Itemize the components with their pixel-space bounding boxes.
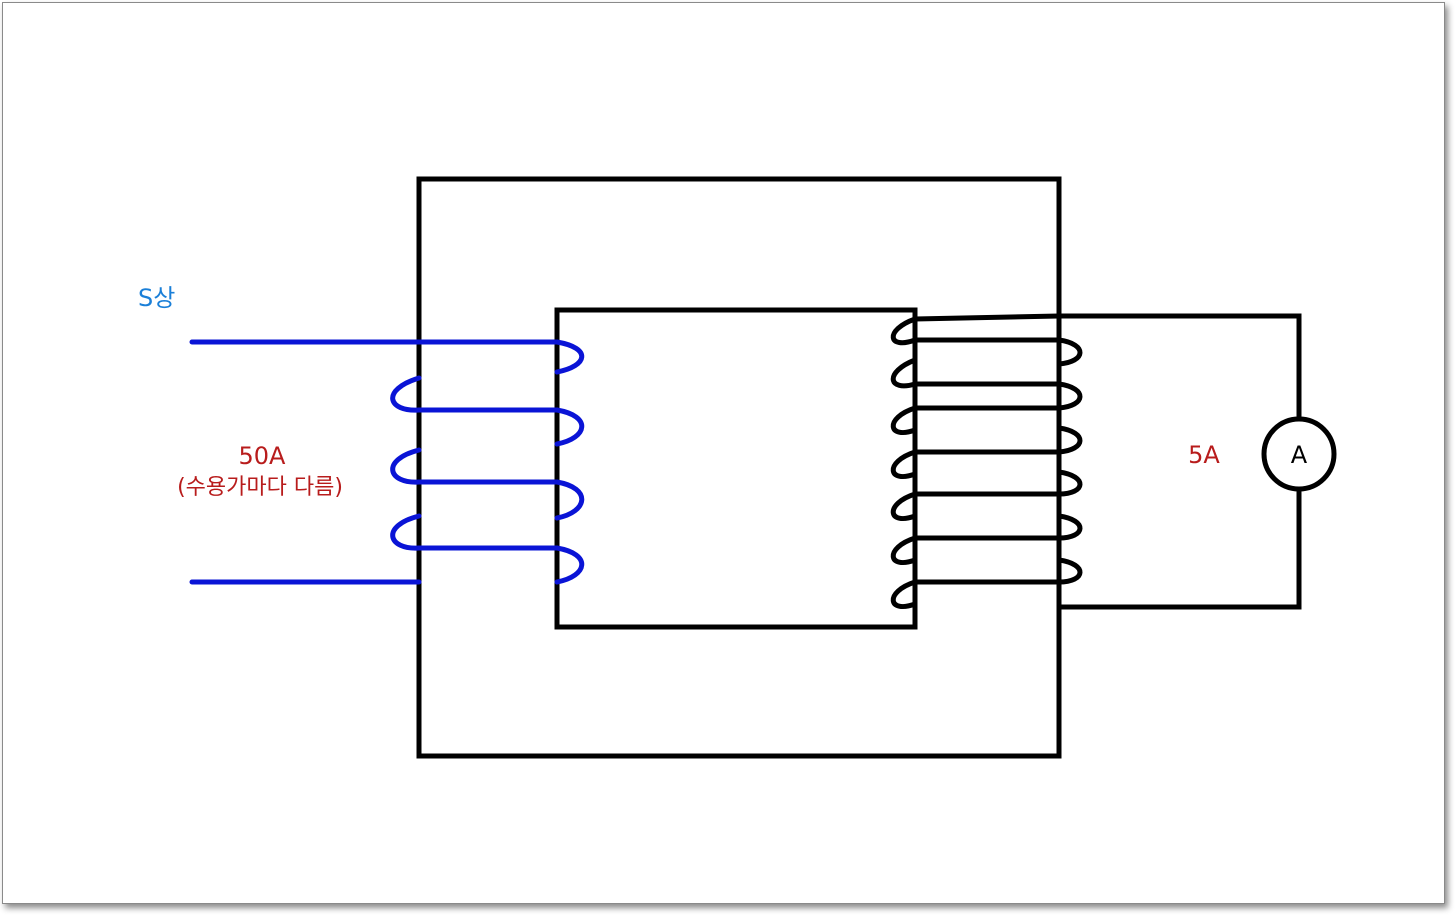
primary-turn-back-2 (390, 447, 422, 485)
ammeter-label: A (1291, 441, 1308, 469)
secondary-turn-front-3 (1056, 425, 1083, 455)
primary-winding (189, 339, 585, 585)
secondary-wire-top (1059, 313, 1302, 420)
secondary-turn-back-5 (890, 491, 918, 522)
secondary-turn-front-5 (1056, 513, 1083, 541)
ammeter-circle (1261, 416, 1337, 492)
secondary-lead-top (912, 313, 1062, 322)
primary-turn-front-2 (554, 407, 585, 447)
core-window-outline (554, 307, 918, 630)
secondary-wire-bottom (1059, 488, 1302, 610)
primary-turn-front-4 (554, 545, 585, 585)
primary-current-label: 50A (239, 442, 287, 470)
primary-turn-front-3 (554, 479, 585, 521)
secondary-turn-front-1 (1056, 337, 1083, 367)
primary-turn-front-1 (554, 339, 585, 375)
secondary-turn-front-4 (1056, 469, 1083, 497)
secondary-turn-back-6 (890, 535, 918, 566)
primary-turn-back-3 (390, 513, 422, 551)
secondary-turn-back-3 (890, 405, 918, 436)
secondary-turn-front-2 (1056, 381, 1083, 411)
primary-note-label: (수용가마다 다름) (177, 475, 343, 500)
secondary-turn-back-4 (890, 449, 918, 480)
secondary-current-label: 5A (1188, 441, 1220, 469)
primary-turn-back-1 (390, 375, 422, 413)
secondary-turn-back-7 (890, 579, 918, 610)
core-outer-outline (416, 176, 1062, 759)
secondary-turn-front-6 (1056, 557, 1083, 585)
secondary-winding (890, 313, 1083, 610)
secondary-turn-back-2 (890, 357, 918, 389)
phase-label: S상 (138, 284, 175, 312)
secondary-circuit (1059, 313, 1337, 610)
secondary-turn-back-1 (890, 316, 918, 346)
